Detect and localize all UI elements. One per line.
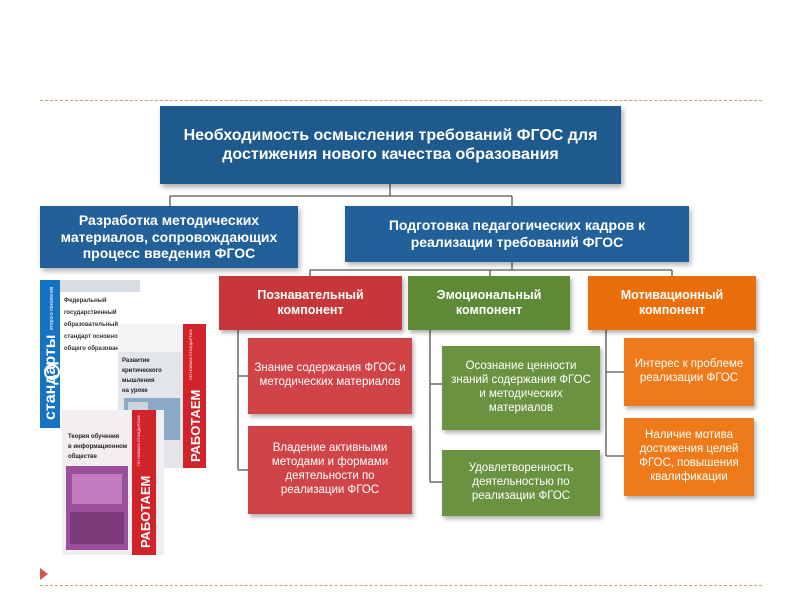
book-critical-label: РАБОТАЕМ — [188, 390, 203, 462]
branch-methodical-materials-text: Разработка методических материалов, сопр… — [60, 211, 278, 262]
slide-bullet-icon — [40, 568, 48, 580]
book-critical-line-3: мышления — [122, 378, 155, 384]
emotional-item-value: Осознание ценности знаний содержания ФГО… — [442, 346, 600, 430]
book-theory-line-3: обществе — [68, 453, 98, 460]
book-standards-line-5: общего образования — [64, 345, 127, 352]
motivational-item-interest-text: Интерес к проблеме реализации ФГОС — [634, 358, 744, 384]
component-cognitive-title: Познавательный компонент — [257, 288, 364, 317]
book-standards-line-4: стандарт основного — [64, 334, 124, 340]
component-cognitive: Познавательный компонент — [219, 276, 402, 330]
book-critical-sublabel: ПО НОВЫМ СТАНДАРТАМ — [188, 329, 193, 380]
book-learning-theory-cover: Теория обучения в информационном обществ… — [62, 410, 164, 555]
book-standards-label: стандарты — [42, 335, 59, 420]
top-divider — [40, 100, 762, 101]
book-theory-sublabel: ПО НОВЫМ СТАНДАРТАМ — [136, 415, 141, 466]
component-emotional-title: Эмоциональный компонент — [436, 288, 542, 317]
book-standards-sublabel: второго поколения — [49, 286, 55, 330]
book-theory-label: РАБОТАЕМ — [138, 476, 153, 548]
component-motivational: Мотивационный компонент — [588, 276, 756, 330]
book-critical-line-1: Развитие — [122, 358, 150, 364]
branch-teacher-training: Подготовка педагогических кадров к реали… — [345, 206, 689, 262]
book-critical-line-4: на уроке — [122, 388, 148, 394]
book-standards-line-1: Федеральный — [64, 297, 107, 304]
motivational-item-interest: Интерес к проблеме реализации ФГОС — [624, 338, 754, 406]
book-standards-cover: стандарты второго поколения Федеральный … — [40, 280, 140, 428]
book-theory-line-2: в информационном — [68, 443, 128, 450]
bottom-divider — [40, 585, 762, 586]
motivational-item-motive-text: Наличие мотива достижения целей ФГОС, по… — [639, 429, 739, 483]
book-standards-line-3: образовательный — [64, 321, 118, 328]
motivational-item-motive: Наличие мотива достижения целей ФГОС, по… — [624, 418, 754, 496]
cognitive-item-methods: Владение активными методами и формами де… — [248, 426, 412, 514]
cognitive-item-knowledge-text: Знание содержания ФГОС и методических ма… — [254, 362, 406, 388]
cognitive-item-methods-text: Владение активными методами и формами де… — [271, 442, 389, 496]
book-critical-line-2: критического — [122, 368, 162, 374]
emotional-item-satisfaction-text: Удовлетворенность деятельностью по реали… — [468, 462, 574, 502]
branch-teacher-training-text: Подготовка педагогических кадров к реали… — [388, 217, 646, 250]
emotional-item-value-text: Осознание ценности знаний содержания ФГО… — [451, 360, 591, 414]
cognitive-item-knowledge: Знание содержания ФГОС и методических ма… — [248, 338, 412, 414]
book-theory-line-1: Теория обучения — [68, 433, 120, 440]
root-node-text: Необходимость осмысления требований ФГОС… — [183, 126, 598, 163]
emotional-item-satisfaction: Удовлетворенность деятельностью по реали… — [442, 450, 600, 516]
book-standards-line-2: государственный — [64, 309, 117, 316]
component-emotional: Эмоциональный компонент — [408, 276, 570, 330]
component-motivational-title: Мотивационный компонент — [620, 288, 724, 317]
root-node: Необходимость осмысления требований ФГОС… — [160, 106, 621, 184]
branch-methodical-materials: Разработка методических материалов, сопр… — [40, 206, 298, 268]
